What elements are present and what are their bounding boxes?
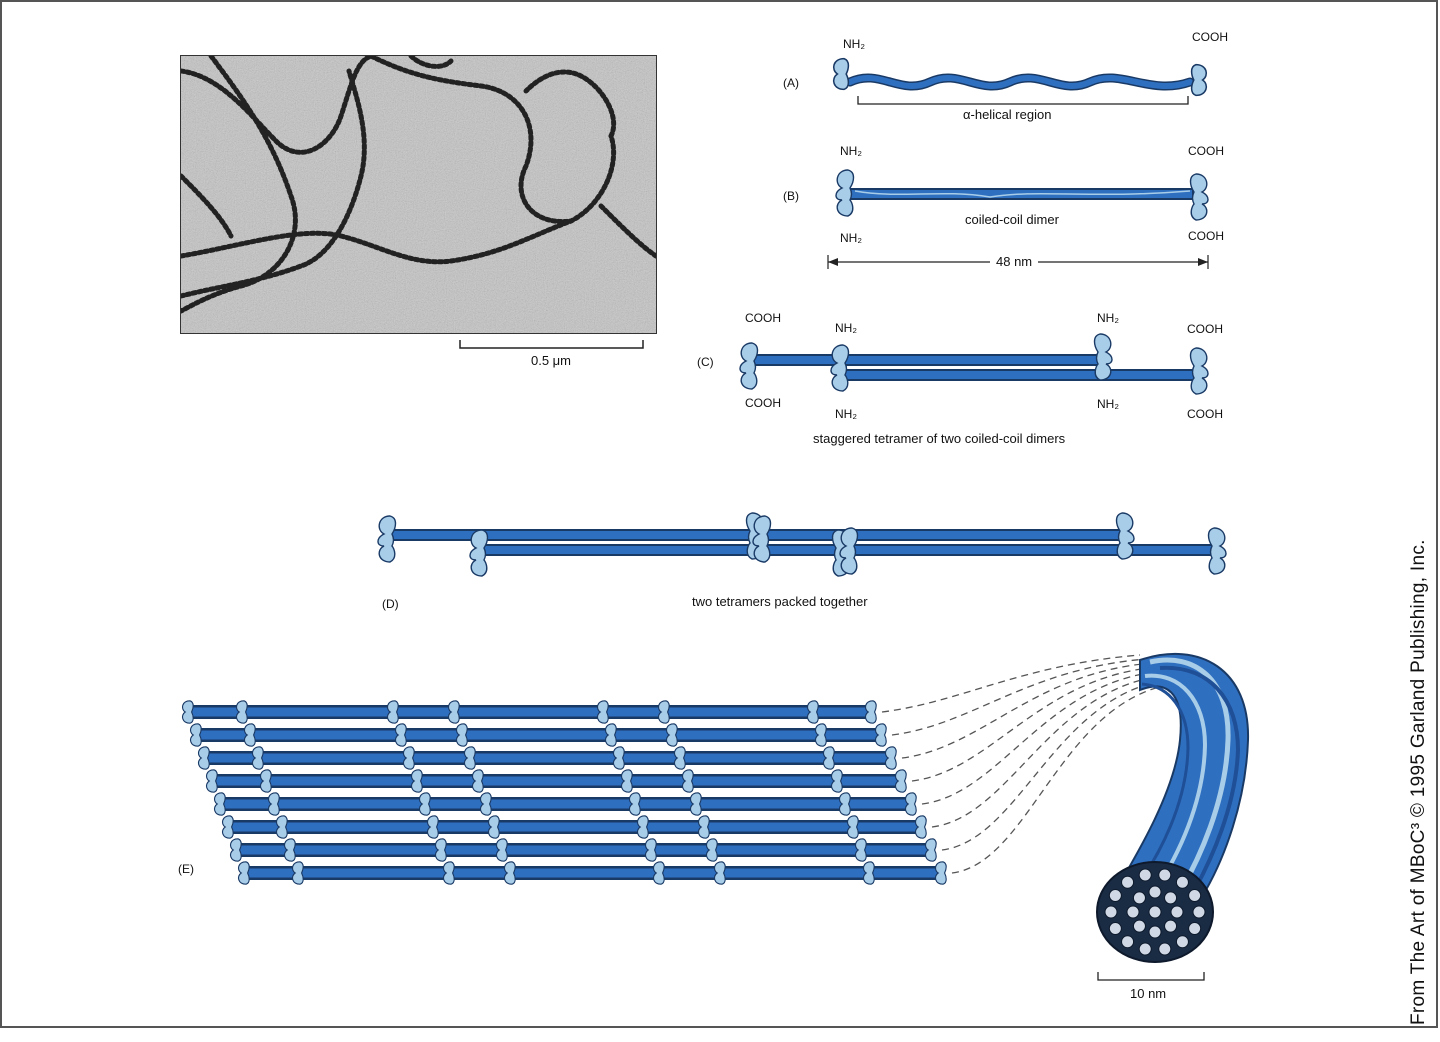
dashed-connector	[921, 670, 1165, 805]
copyright-credit: From The Art of MBoC³ © 1995 Garland Pub…	[1408, 539, 1429, 1025]
sheet-head-domain	[205, 769, 218, 793]
panel-a-letter: (A)	[783, 76, 799, 90]
dashed-connector	[931, 674, 1171, 828]
panel-c-cooh-tr-label: COOH	[1187, 322, 1223, 336]
rope-cross-section-dot	[1108, 889, 1122, 903]
rope-cross-section-dot	[1148, 885, 1162, 899]
rope-cross-section-dot	[1126, 905, 1140, 919]
rope-cross-section-dot	[1170, 905, 1184, 919]
dashed-connector	[911, 666, 1159, 782]
rope-cross-section-dot	[1175, 875, 1189, 889]
panel-b-letter: (B)	[783, 189, 799, 203]
rope-cross-section-dot	[1132, 919, 1146, 933]
panel-e-sheet	[181, 700, 947, 885]
panel-c-cooh-br-label: COOH	[1187, 407, 1223, 421]
rope-cross-section-dot	[1158, 868, 1172, 882]
panel-c-cooh-bl-label: COOH	[745, 396, 781, 410]
electron-micrograph	[180, 55, 657, 334]
rope-cross-section-dot	[1121, 935, 1135, 949]
panel-c-tetramer	[739, 333, 1209, 395]
panel-a-caption: α-helical region	[963, 107, 1052, 122]
rope-cross-section-dot	[1104, 905, 1118, 919]
panel-a-cooh-label: COOH	[1192, 30, 1228, 44]
rope-cross-section-dot	[1158, 942, 1172, 956]
micrograph-scale-label: 0.5 μm	[531, 353, 572, 368]
panel-c-cooh-tl-label: COOH	[745, 311, 781, 325]
sheet-head-domain	[237, 861, 250, 885]
rope-cross-section-dot	[1188, 921, 1202, 935]
panel-d-letter: (D)	[382, 597, 399, 611]
panel-c-nh2-bl-label: NH₂	[835, 407, 857, 421]
panel-e-letter: (E)	[178, 862, 194, 876]
panel-c-caption: staggered tetramer of two coiled-coil di…	[813, 431, 1066, 446]
panel-a-helix	[832, 57, 1208, 105]
rope-cross-section-dot	[1192, 905, 1206, 919]
panel-d-octamer	[377, 512, 1227, 577]
panel-b-cooh-bottom-label: COOH	[1188, 229, 1224, 243]
panel-c-nh2-tl-label: NH₂	[835, 321, 857, 335]
rope-cross-section-dot	[1164, 919, 1178, 933]
panel-b-nh2-top-label: NH₂	[840, 144, 862, 158]
panel-c-letter: (C)	[697, 355, 714, 369]
panel-a-nh2-label: NH₂	[843, 37, 865, 51]
rope-cross-section-dot	[1121, 875, 1135, 889]
rope-cross-section-dot	[1148, 925, 1162, 939]
sheet-head-domain	[221, 815, 234, 839]
micrograph-scale-bar	[459, 340, 644, 349]
panel-e-dashed-connectors	[881, 654, 1183, 874]
rope-cross-section-dot	[1138, 868, 1152, 882]
rope-cross-section-dot	[1138, 942, 1152, 956]
sheet-head-domain	[213, 792, 226, 816]
rope-cross-section-dot	[1108, 921, 1122, 935]
dashed-connector	[891, 658, 1147, 736]
rope-cross-section-dot	[1188, 889, 1202, 903]
panel-c-nh2-tr-label: NH₂	[1097, 311, 1119, 325]
dashed-connector	[941, 678, 1177, 851]
rope-cross-section-dot	[1148, 905, 1162, 919]
dashed-connector	[901, 662, 1153, 759]
panel-e-scale-label: 10 nm	[1130, 986, 1167, 1001]
rope-cross-section-dot	[1132, 891, 1146, 905]
panel-e-filament-rope	[1096, 652, 1250, 981]
dashed-connector	[881, 654, 1141, 713]
panel-c-nh2-br-label: NH₂	[1097, 397, 1119, 411]
panel-b-caption: coiled-coil dimer	[965, 212, 1059, 227]
panel-d-caption: two tetramers packed together	[692, 594, 868, 609]
panel-b-nh2-bottom-label: NH₂	[840, 231, 862, 245]
rope-cross-section-dot	[1164, 891, 1178, 905]
panel-b-cooh-top-label: COOH	[1188, 144, 1224, 158]
sheet-head-domain	[189, 723, 202, 747]
rope-cross-section-dot	[1175, 935, 1189, 949]
sheet-head-domain	[229, 838, 242, 862]
sheet-head-domain	[197, 746, 210, 770]
sheet-head-domain	[181, 700, 194, 724]
panel-b-length-label: 48 nm	[990, 255, 1039, 268]
